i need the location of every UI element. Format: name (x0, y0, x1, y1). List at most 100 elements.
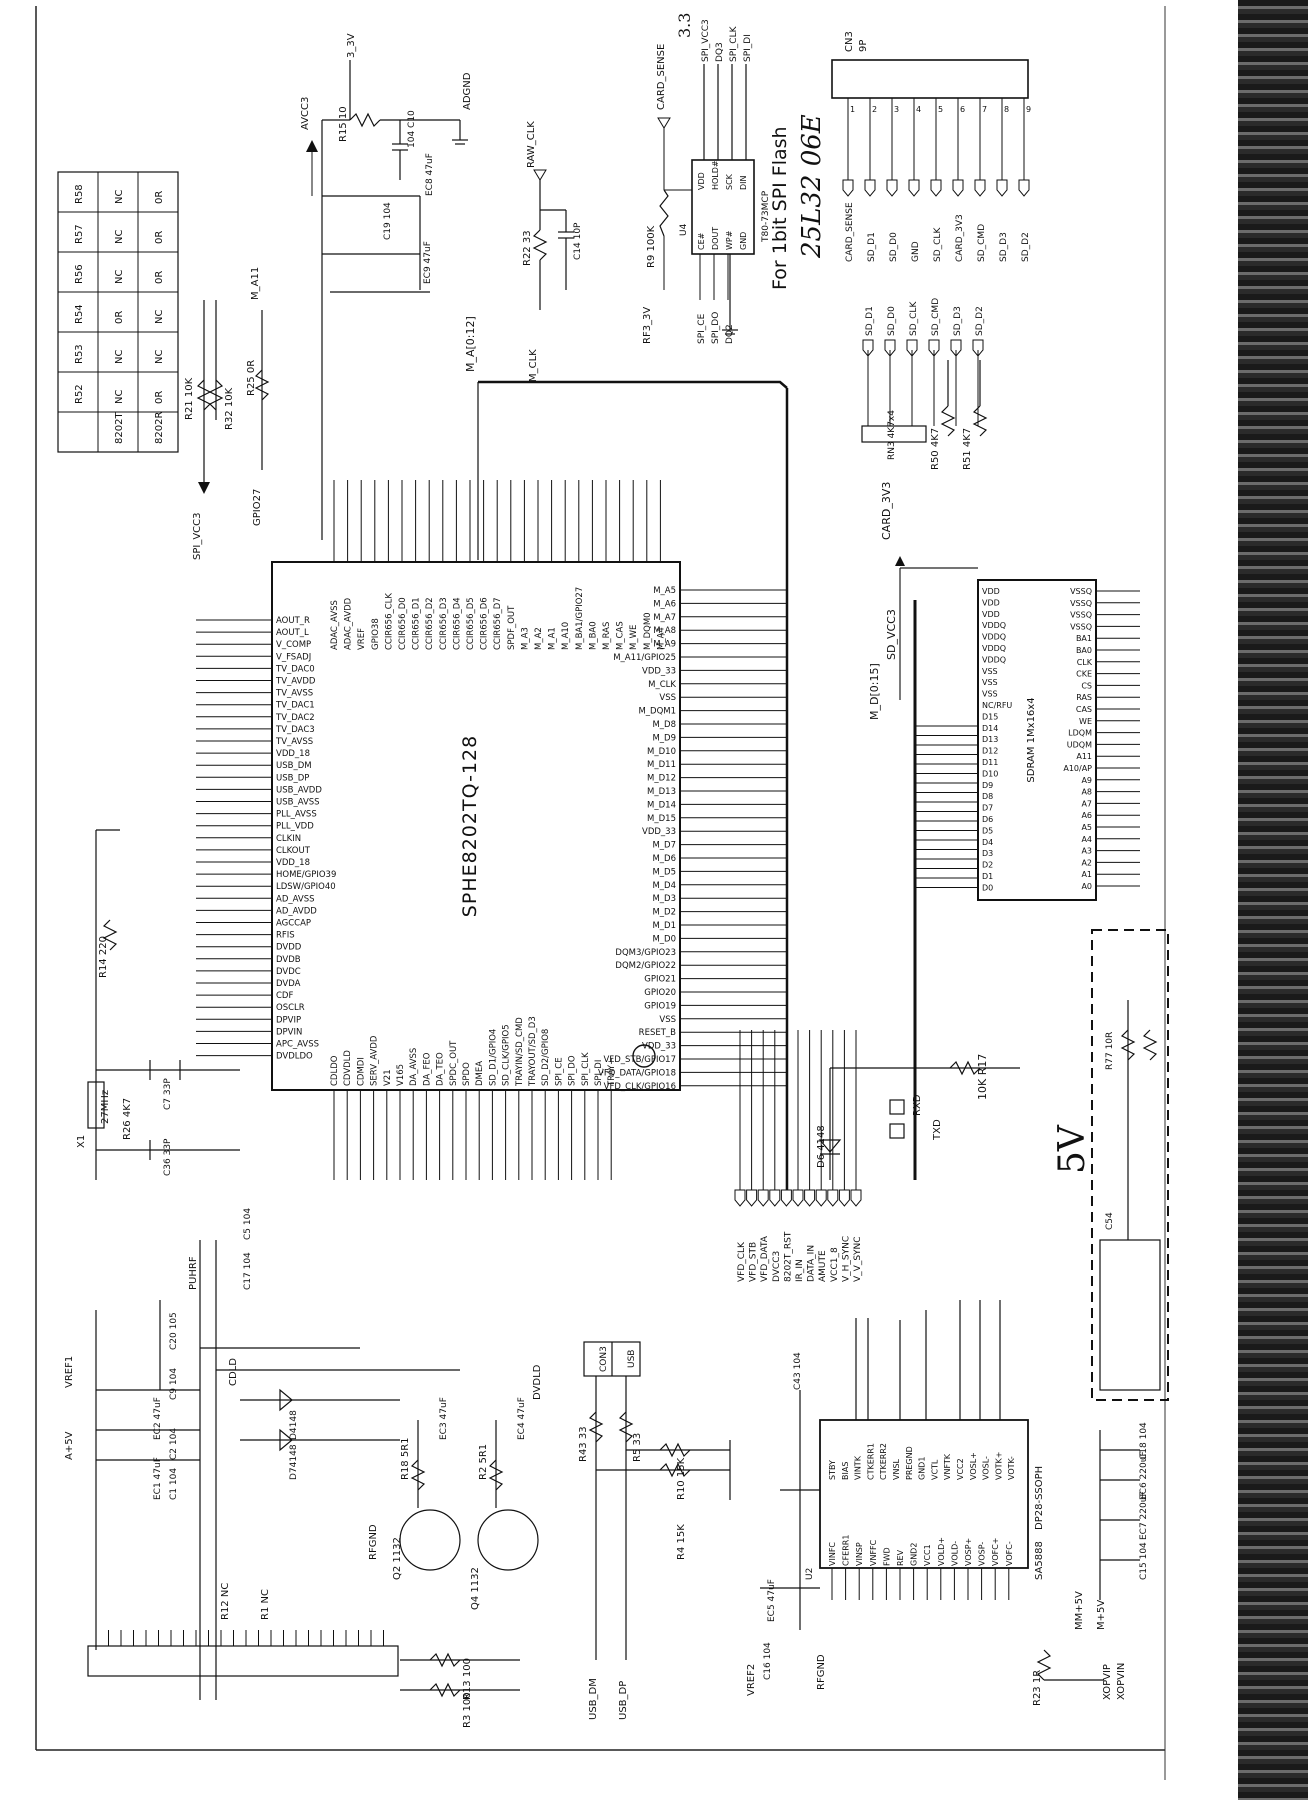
flash-top-net: DQ3 (715, 42, 725, 62)
cn3-port (996, 179, 1008, 197)
main-left-pin: AOUT_R (276, 616, 310, 626)
cn3-port (974, 179, 986, 197)
main-bottom-pin: DA_TEO (436, 1052, 446, 1086)
r22-label: R22 33 (522, 230, 533, 266)
option-table-cell: 8202T (114, 412, 125, 444)
main-top-pin: M_BA0 (588, 621, 598, 650)
main-right-pin: DQM2/GPIO22 (615, 961, 676, 971)
sdram-right-pin: VSSQ (1070, 587, 1092, 596)
txd-label: TXD (932, 1119, 943, 1141)
main-bottom-pin: SPI_DO (568, 1055, 578, 1086)
bottom-signal-port (769, 1189, 781, 1207)
option-table-header: R57 (74, 224, 85, 244)
spi-vcc3-net: SPI_VCC3 (192, 513, 203, 561)
resistor-option-table: R52R53R54R56R57R588202TNCNC0RNCNCNC8202R… (57, 171, 179, 453)
c2-label: C2 104 (169, 1428, 179, 1460)
driver-left-pin: GND2 (910, 1543, 919, 1566)
sdram-left-pin: D3 (982, 849, 993, 858)
cn3-signal: GND (911, 241, 921, 262)
main-bottom-pin: DA_FEO (422, 1052, 432, 1086)
main-left-pin: USB_DM (276, 761, 312, 771)
r21-label: R21 10K (184, 377, 195, 420)
main-right-pin: RESET_B (639, 1028, 676, 1038)
m5v-net: M+5V (1096, 1600, 1107, 1630)
sd-net-label: SD_D1 (865, 306, 875, 336)
bottom-signal-label: AMUTE (818, 1250, 828, 1282)
option-table-cell: NC (114, 270, 125, 284)
c16-label: C16 104 (763, 1642, 773, 1680)
rn3-label: RN3 4K7x4 (887, 410, 897, 460)
sdram-right-pin: A1 (1081, 870, 1092, 879)
usb-area (583, 1341, 731, 1660)
main-right-pin: M_D11 (647, 760, 676, 770)
r26-label: R26 4K7 (122, 1098, 133, 1140)
bottom-signal-port (804, 1189, 816, 1207)
sdram-right-pin: A5 (1081, 823, 1092, 832)
d4-label: D4148 (289, 1410, 299, 1440)
option-table-header: R58 (74, 184, 85, 204)
bottom-signal-label: VFD_CLK (737, 1241, 747, 1282)
cn3-pin-number: 4 (916, 105, 921, 114)
c15-label: C15 104 (1139, 1542, 1149, 1580)
sdram-right-pin: CKE (1076, 670, 1092, 679)
bottom-signal-label: DATA_IN (807, 1245, 817, 1282)
sdram-right-pin: UDQM (1067, 740, 1092, 749)
v3-3-net: 3_3V (346, 33, 357, 58)
c20-label: C20 105 (169, 1312, 179, 1350)
r13-label: R13 100 (462, 1658, 473, 1700)
driver-name: SA5888 (1034, 1541, 1045, 1580)
ec7-label: EC7 220uF (1139, 1491, 1149, 1540)
c43-label: C43 104 (793, 1352, 803, 1390)
main-left-pin: USB_AVDD (276, 785, 322, 795)
flash-pin-left: WP# (725, 230, 734, 250)
main-bottom-pin: TRAY+ (607, 1058, 617, 1087)
pickup-flex-connector (87, 1630, 399, 1677)
r32-label: R32 10K (224, 387, 235, 430)
sdram-left-pin: D14 (982, 724, 998, 733)
main-bottom-pin: SPDC_OUT (449, 1040, 459, 1086)
ec8-label: EC8 47uF (425, 153, 435, 196)
main-left-pin: V_COMP (276, 640, 311, 650)
rfgnd-net-2: RFGND (816, 1654, 827, 1690)
main-left-pin: PLL_VDD (276, 822, 314, 832)
sdram-left-pin: D0 (982, 883, 993, 892)
sdram-left-pin: D13 (982, 735, 998, 744)
main-left-pin: VDD_18 (276, 858, 310, 868)
bottom-signal-label: VFD_DATA (760, 1235, 770, 1282)
main-left-pin: VDD_18 (276, 749, 310, 759)
rfgnd-net: RFGND (368, 1524, 379, 1560)
flash-pin-right: DIN (739, 175, 748, 190)
sd-port (884, 339, 896, 357)
ec6-label: EC6 220uF (1139, 1451, 1149, 1500)
cn3-port (1018, 179, 1030, 197)
bottom-signal-port (757, 1189, 769, 1207)
main-right-pin: M_D0 (652, 934, 676, 944)
ec1-label: EC1 47uF (153, 1457, 163, 1500)
cn3-signal: SD_D2 (1021, 232, 1031, 262)
cn3-pin-number: 1 (850, 105, 855, 114)
card-sense-net: CARD_SENSE (656, 44, 667, 110)
r12-label: R12 NC (220, 1583, 231, 1620)
cn3-pin-number: 2 (872, 105, 877, 114)
cn3-pin-number: 7 (982, 105, 987, 114)
flash-pin-right: VDD (697, 172, 706, 190)
flash-net: SPI_DO (711, 312, 721, 344)
driver-right-pin: VOTK- (1007, 1456, 1016, 1480)
flash-net: SPI_CE (697, 313, 707, 344)
bottom-signal-label: VCC1_8 (830, 1247, 840, 1282)
puhrf-net: PUHRF (188, 1256, 199, 1290)
vref2-net: VREF2 (746, 1664, 757, 1696)
spi-flash: U4 T80-73MCP For 1bit SPI Flash 25L32 06… (675, 13, 827, 344)
main-left-pin: HOME/GPIO39 (276, 870, 336, 880)
cn3-port (886, 179, 898, 197)
cn3-pin-number: 5 (938, 105, 943, 114)
sdram-left-pin: D7 (982, 804, 993, 813)
sd-net-label: SD_D0 (887, 306, 897, 336)
cn3-signal: SD_CMD (977, 224, 987, 262)
flash-top-net: SPI_CLK (729, 25, 739, 62)
sd-vcc3-label: SD_VCC3 (885, 609, 898, 660)
main-right-pin: GPIO20 (644, 988, 676, 998)
card-3v3-label: CARD_3V3 (880, 482, 893, 540)
